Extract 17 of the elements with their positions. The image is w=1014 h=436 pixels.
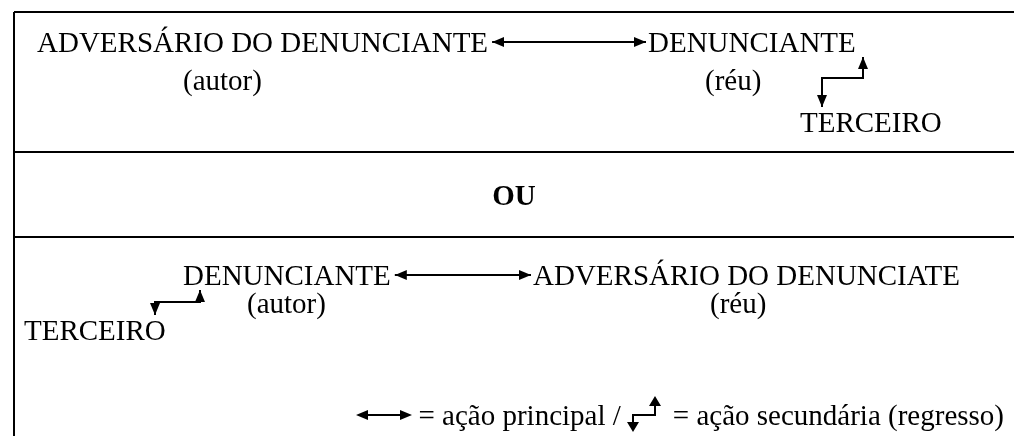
arrow xyxy=(817,56,868,108)
arrow xyxy=(150,289,205,316)
separator-label: OU xyxy=(492,180,536,210)
party-label: DENUNCIANTE xyxy=(183,260,391,290)
arrow xyxy=(393,270,532,280)
arrow xyxy=(491,37,647,47)
party-label: DENUNCIANTE xyxy=(648,27,856,57)
party-label: TERCEIRO xyxy=(800,107,942,137)
role-label: (réu) xyxy=(710,288,767,318)
role-label: (autor) xyxy=(183,65,262,95)
role-label: (réu) xyxy=(705,65,762,95)
party-label: ADVERSÁRIO DO DENUNCIATE xyxy=(533,260,960,290)
legend-text: = ação principal / xyxy=(418,400,621,430)
party-label: ADVERSÁRIO DO DENUNCIANTE xyxy=(37,27,489,57)
role-label: (autor) xyxy=(247,288,326,318)
party-label: TERCEIRO xyxy=(24,315,166,345)
legend-text: = ação secundária (regresso) xyxy=(672,400,1004,430)
